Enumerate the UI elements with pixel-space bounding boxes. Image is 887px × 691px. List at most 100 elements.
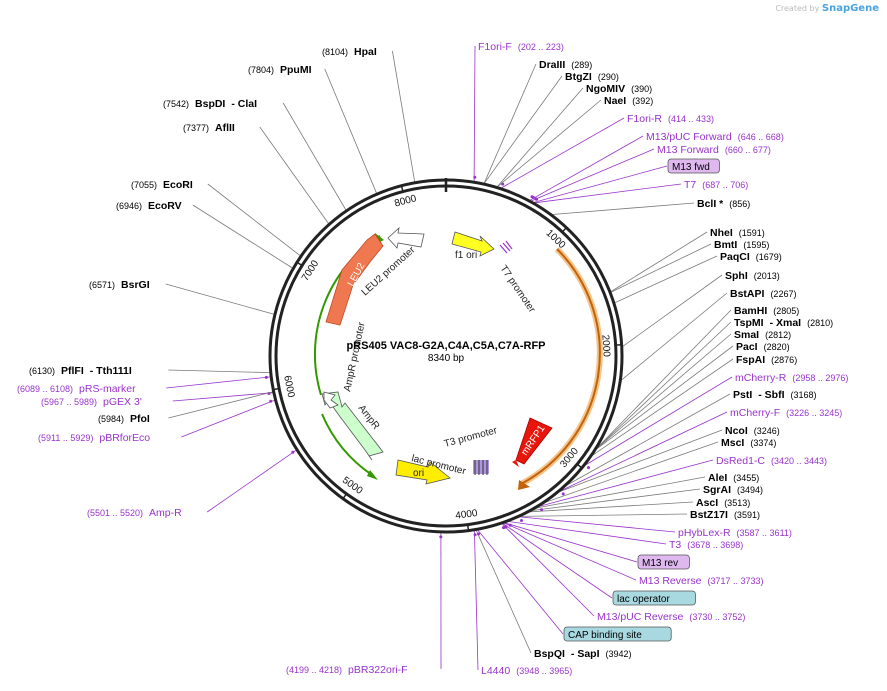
label-part: BmtI [714, 239, 737, 251]
map-label-text: (8104)HpaI [322, 46, 377, 58]
map-label: M13/pUC Reverse(3730 .. 3752) [597, 611, 745, 623]
label-leader [168, 391, 273, 419]
map-label: (8104)HpaI [322, 46, 377, 58]
map-label: (7377)AflII [183, 122, 235, 134]
tick-label: 5000 [340, 475, 365, 497]
label-part: - XmaI [770, 317, 802, 329]
map-label: mCherry-F(3226 .. 3245) [730, 407, 842, 419]
label-leader [497, 99, 602, 188]
label-part: BspDI [195, 98, 225, 110]
map-label-text: PacI(2820) [736, 341, 790, 353]
label-part: (5967 .. 5989) [41, 397, 97, 407]
label-leader [192, 204, 293, 269]
feature-label-ampr-promoter: AmpR promoter [342, 321, 368, 393]
feature-label-ori: ori [413, 468, 424, 479]
snapgene-credit: Created by SnapGene [775, 3, 879, 14]
label-part: (6946) [116, 201, 142, 211]
label-leader [504, 522, 638, 563]
label-leader [502, 523, 613, 599]
label-part: (3513) [724, 498, 750, 508]
label-part: PfoI [130, 413, 150, 425]
label-part: (5911 .. 5929) [38, 433, 93, 443]
map-label-text: M13 fwd [672, 162, 710, 173]
map-label-text: NcoI(3246) [725, 425, 780, 437]
tick-mark [561, 227, 567, 233]
label-part: (289) [571, 60, 592, 70]
tick-label: 8000 [393, 193, 418, 209]
map-label: DsRed1-C(3420 .. 3443) [716, 455, 827, 467]
label-leader [596, 345, 734, 450]
map-label: (5967 .. 5989) pGEX 3' [41, 396, 142, 408]
map-label: F1ori-F(202 .. 223) [478, 41, 564, 53]
label-leaders [165, 45, 734, 671]
label-part: EcoRV [148, 200, 182, 212]
label-part: (392) [632, 96, 653, 106]
map-label: PstI- SbfI(3168) [733, 389, 817, 401]
map-label-text: BclI *(856) [697, 198, 750, 210]
primer-site-mark [439, 535, 443, 539]
map-label-text: F1ori-R(414 .. 433) [627, 113, 714, 125]
label-leader [610, 243, 712, 293]
label-part: NaeI [604, 95, 626, 107]
label-part: DraIII [539, 59, 565, 71]
map-label-text: M13 rev [642, 558, 678, 569]
map-label: (5911 .. 5929)pBRforEco [38, 432, 150, 444]
label-part: (3246) [754, 426, 780, 436]
map-label-text: MscI(3374) [721, 437, 776, 449]
label-part: (4199 .. 4218) [286, 665, 342, 675]
label-part: MscI [721, 437, 744, 449]
map-label: (7542)BspDI- ClaI [163, 98, 257, 110]
label-part: lac operator [617, 594, 670, 605]
label-part: TspMI [734, 317, 764, 329]
label-part: mCherry-F [730, 407, 780, 419]
label-leader [552, 202, 695, 215]
map-label: M13 fwd [667, 158, 720, 174]
tick-label: 1000 [544, 228, 568, 252]
label-part: pRS-marker [79, 383, 136, 395]
map-label-text: CAP binding site [568, 630, 642, 641]
label-leader [496, 87, 584, 187]
tick-mark [400, 185, 404, 192]
label-part: (6571) [89, 280, 115, 290]
primer-site-mark [530, 195, 534, 199]
map-label: NcoI(3246) [725, 425, 780, 437]
label-leader [539, 459, 714, 507]
label-leader [520, 513, 688, 517]
label-leader [165, 283, 275, 315]
map-label-text: TspMI- XmaI(2810) [734, 317, 833, 329]
map-label-text: BamHI(2805) [734, 305, 799, 317]
label-part: (3678 .. 3698) [687, 540, 743, 550]
map-label: pHybLex-R(3587 .. 3611) [678, 527, 792, 539]
label-leader [532, 488, 701, 511]
label-part: pGEX 3' [103, 396, 142, 408]
label-leader [531, 148, 655, 202]
label-part: - Tth111I [90, 365, 132, 377]
credit-prefix: Created by [775, 4, 820, 13]
map-label-text: (6130)PflFI- Tth111I [29, 365, 132, 377]
label-leader [508, 521, 667, 545]
label-leader [596, 333, 732, 449]
map-label-text: M13/pUC Forward(646 .. 668) [646, 131, 784, 143]
label-box [563, 626, 672, 642]
label-part: mCherry-R [735, 372, 787, 384]
lac-region-stripes [473, 460, 489, 475]
label-part: SgrAI [703, 484, 731, 496]
map-label-text: AscI(3513) [696, 497, 750, 509]
label-part: (2812) [765, 330, 791, 340]
label-part: (6089 .. 6108) [17, 384, 73, 394]
feature-label-f1-ori: f1 ori [455, 250, 477, 261]
mrfp1-orf-arc-line [520, 248, 601, 485]
map-label: (4199 .. 4218)pBR322ori-F [286, 664, 408, 676]
map-label: SmaI(2812) [734, 329, 791, 341]
label-part: (7542) [163, 99, 189, 109]
label-leader [484, 75, 563, 184]
label-leader [474, 530, 479, 671]
map-label: BstAPI(2267) [730, 288, 796, 300]
label-part: F1ori-F [478, 41, 512, 53]
label-part: M13 Reverse [639, 575, 702, 587]
map-label-text: mCherry-F(3226 .. 3245) [730, 407, 842, 419]
map-label-text: (5911 .. 5929)pBRforEco [38, 432, 150, 444]
label-part: PacI [736, 341, 758, 353]
label-leader [567, 393, 731, 486]
map-label-text: (7542)BspDI- ClaI [163, 98, 257, 110]
